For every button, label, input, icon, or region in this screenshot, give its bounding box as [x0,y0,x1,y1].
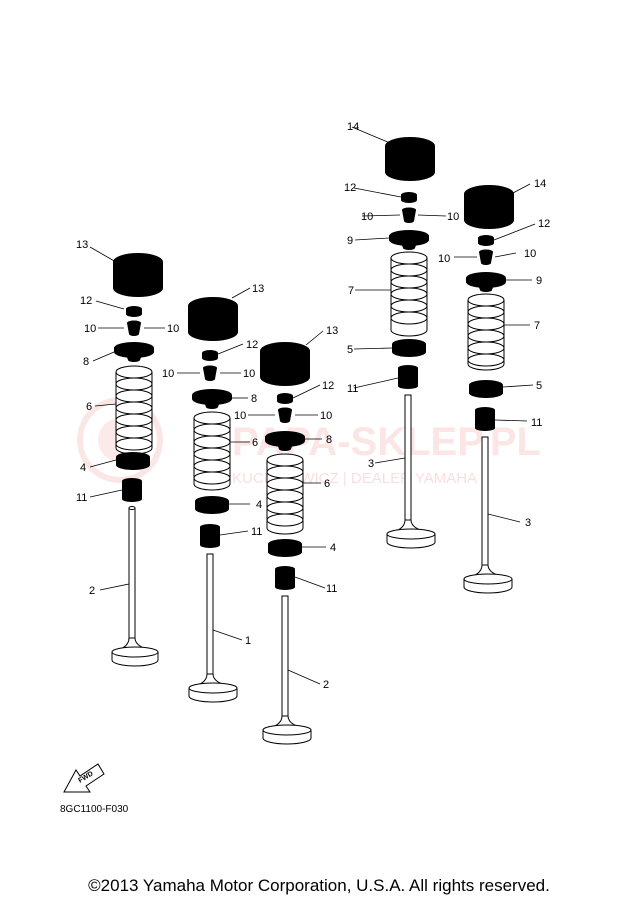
callout-13b: 13 [252,283,264,295]
callout-6b: 6 [252,437,258,449]
callout-10a-right: 10 [167,323,179,335]
spring-retainer-9a [389,230,429,250]
valve-lifter-14b [464,185,514,229]
spring-seat-5a [392,339,426,357]
callout-7b: 7 [534,320,540,332]
shim-12e [478,235,494,246]
fwd-arrow-icon: FWD [63,763,105,793]
callout-12e: 12 [538,218,550,230]
valve-lifter-14a [385,137,435,181]
callout-10d-left: 10 [361,211,373,223]
callout-4b: 4 [256,499,262,511]
callout-11c: 11 [326,583,337,595]
callout-5b: 5 [536,380,542,392]
callout-10e-left: 10 [438,253,450,265]
callout-10d-right: 10 [447,211,459,223]
callout-8c: 8 [326,434,332,446]
valve-cotter-10e [479,249,493,265]
valve-2a [111,506,159,667]
callout-7a: 7 [348,285,354,297]
callout-4c: 4 [330,542,336,554]
callouts: 13 12 10 10 8 6 4 11 2 13 12 10 10 8 6 4… [76,121,550,691]
callout-8a: 8 [83,356,89,368]
callout-6c: 6 [324,478,330,490]
callout-9a: 9 [347,235,353,247]
callout-10b-left: 10 [162,368,174,380]
callout-2b: 2 [323,679,329,691]
spring-seat-5b [469,380,503,398]
callout-13c: 13 [326,325,338,337]
spring-retainer-8b [192,389,232,409]
callout-5a: 5 [347,344,353,356]
callout-11d: 11 [347,383,358,395]
valve-1 [188,553,238,703]
callout-10b-right: 10 [243,368,255,380]
callout-8b: 8 [251,393,257,405]
assembly-d [385,137,436,549]
valve-3b [463,436,513,594]
stem-seal-11c [275,566,295,590]
callout-6a: 6 [86,401,92,413]
callout-2a: 2 [89,585,95,597]
shim-12c [277,393,293,404]
valve-cotter-10c [278,407,292,423]
callout-10c-right: 10 [320,410,332,422]
callout-11e: 11 [531,417,542,429]
stem-seal-11d [398,365,418,389]
leader-lines [89,126,536,685]
callout-3a: 3 [368,458,374,470]
callout-13a: 13 [76,239,88,251]
valve-spring-6a [115,365,153,455]
assembly-a [111,253,163,667]
valve-3a [386,394,436,549]
spring-retainer-9b [466,272,506,292]
callout-3b: 3 [525,517,531,529]
valve-cotter-10a [127,320,141,336]
valve-lifter-13c [260,342,310,386]
callout-12d: 12 [344,182,356,194]
assembly-c [260,342,312,745]
valve-spring-6b [193,411,231,491]
stem-seal-11e [475,407,495,431]
assembly-e [463,185,514,594]
callout-11a: 11 [76,492,87,504]
copyright-text: ©2013 Yamaha Motor Corporation, U.S.A. A… [88,876,550,895]
callout-14a: 14 [347,121,359,133]
callout-10a-left: 10 [84,323,96,335]
valve-lifter-13b [188,297,238,341]
callout-12a: 12 [80,295,92,307]
callout-10e-right: 10 [524,248,536,260]
valve-spring-7b [467,293,505,371]
spring-retainer-8a [114,342,154,362]
callout-14b: 14 [534,178,546,190]
valve-2b [262,595,312,745]
spring-seat-4b [195,496,229,514]
stem-seal-11b [200,524,220,548]
valve-spring-6c [266,453,304,535]
valve-lifter-13a [113,253,163,297]
assembly-b [188,297,238,703]
valve-cotter-10b [203,365,217,381]
part-code: 8GC1100-F030 [60,804,129,815]
callout-1: 1 [245,635,251,647]
valve-cotter-10d [402,207,416,223]
callout-9b: 9 [536,275,542,287]
valve-spring-7a [390,251,428,337]
callout-12b: 12 [246,339,258,351]
shim-12b [202,350,218,361]
callout-10c-left: 10 [234,410,246,422]
spring-seat-4c [268,539,302,557]
shim-12d [401,192,417,203]
shim-12a [126,306,142,317]
stem-seal-11a [122,478,142,502]
callout-12c: 12 [322,380,334,392]
callout-11b: 11 [251,526,262,538]
spring-seat-4a [116,452,150,470]
callout-4a: 4 [80,462,86,474]
